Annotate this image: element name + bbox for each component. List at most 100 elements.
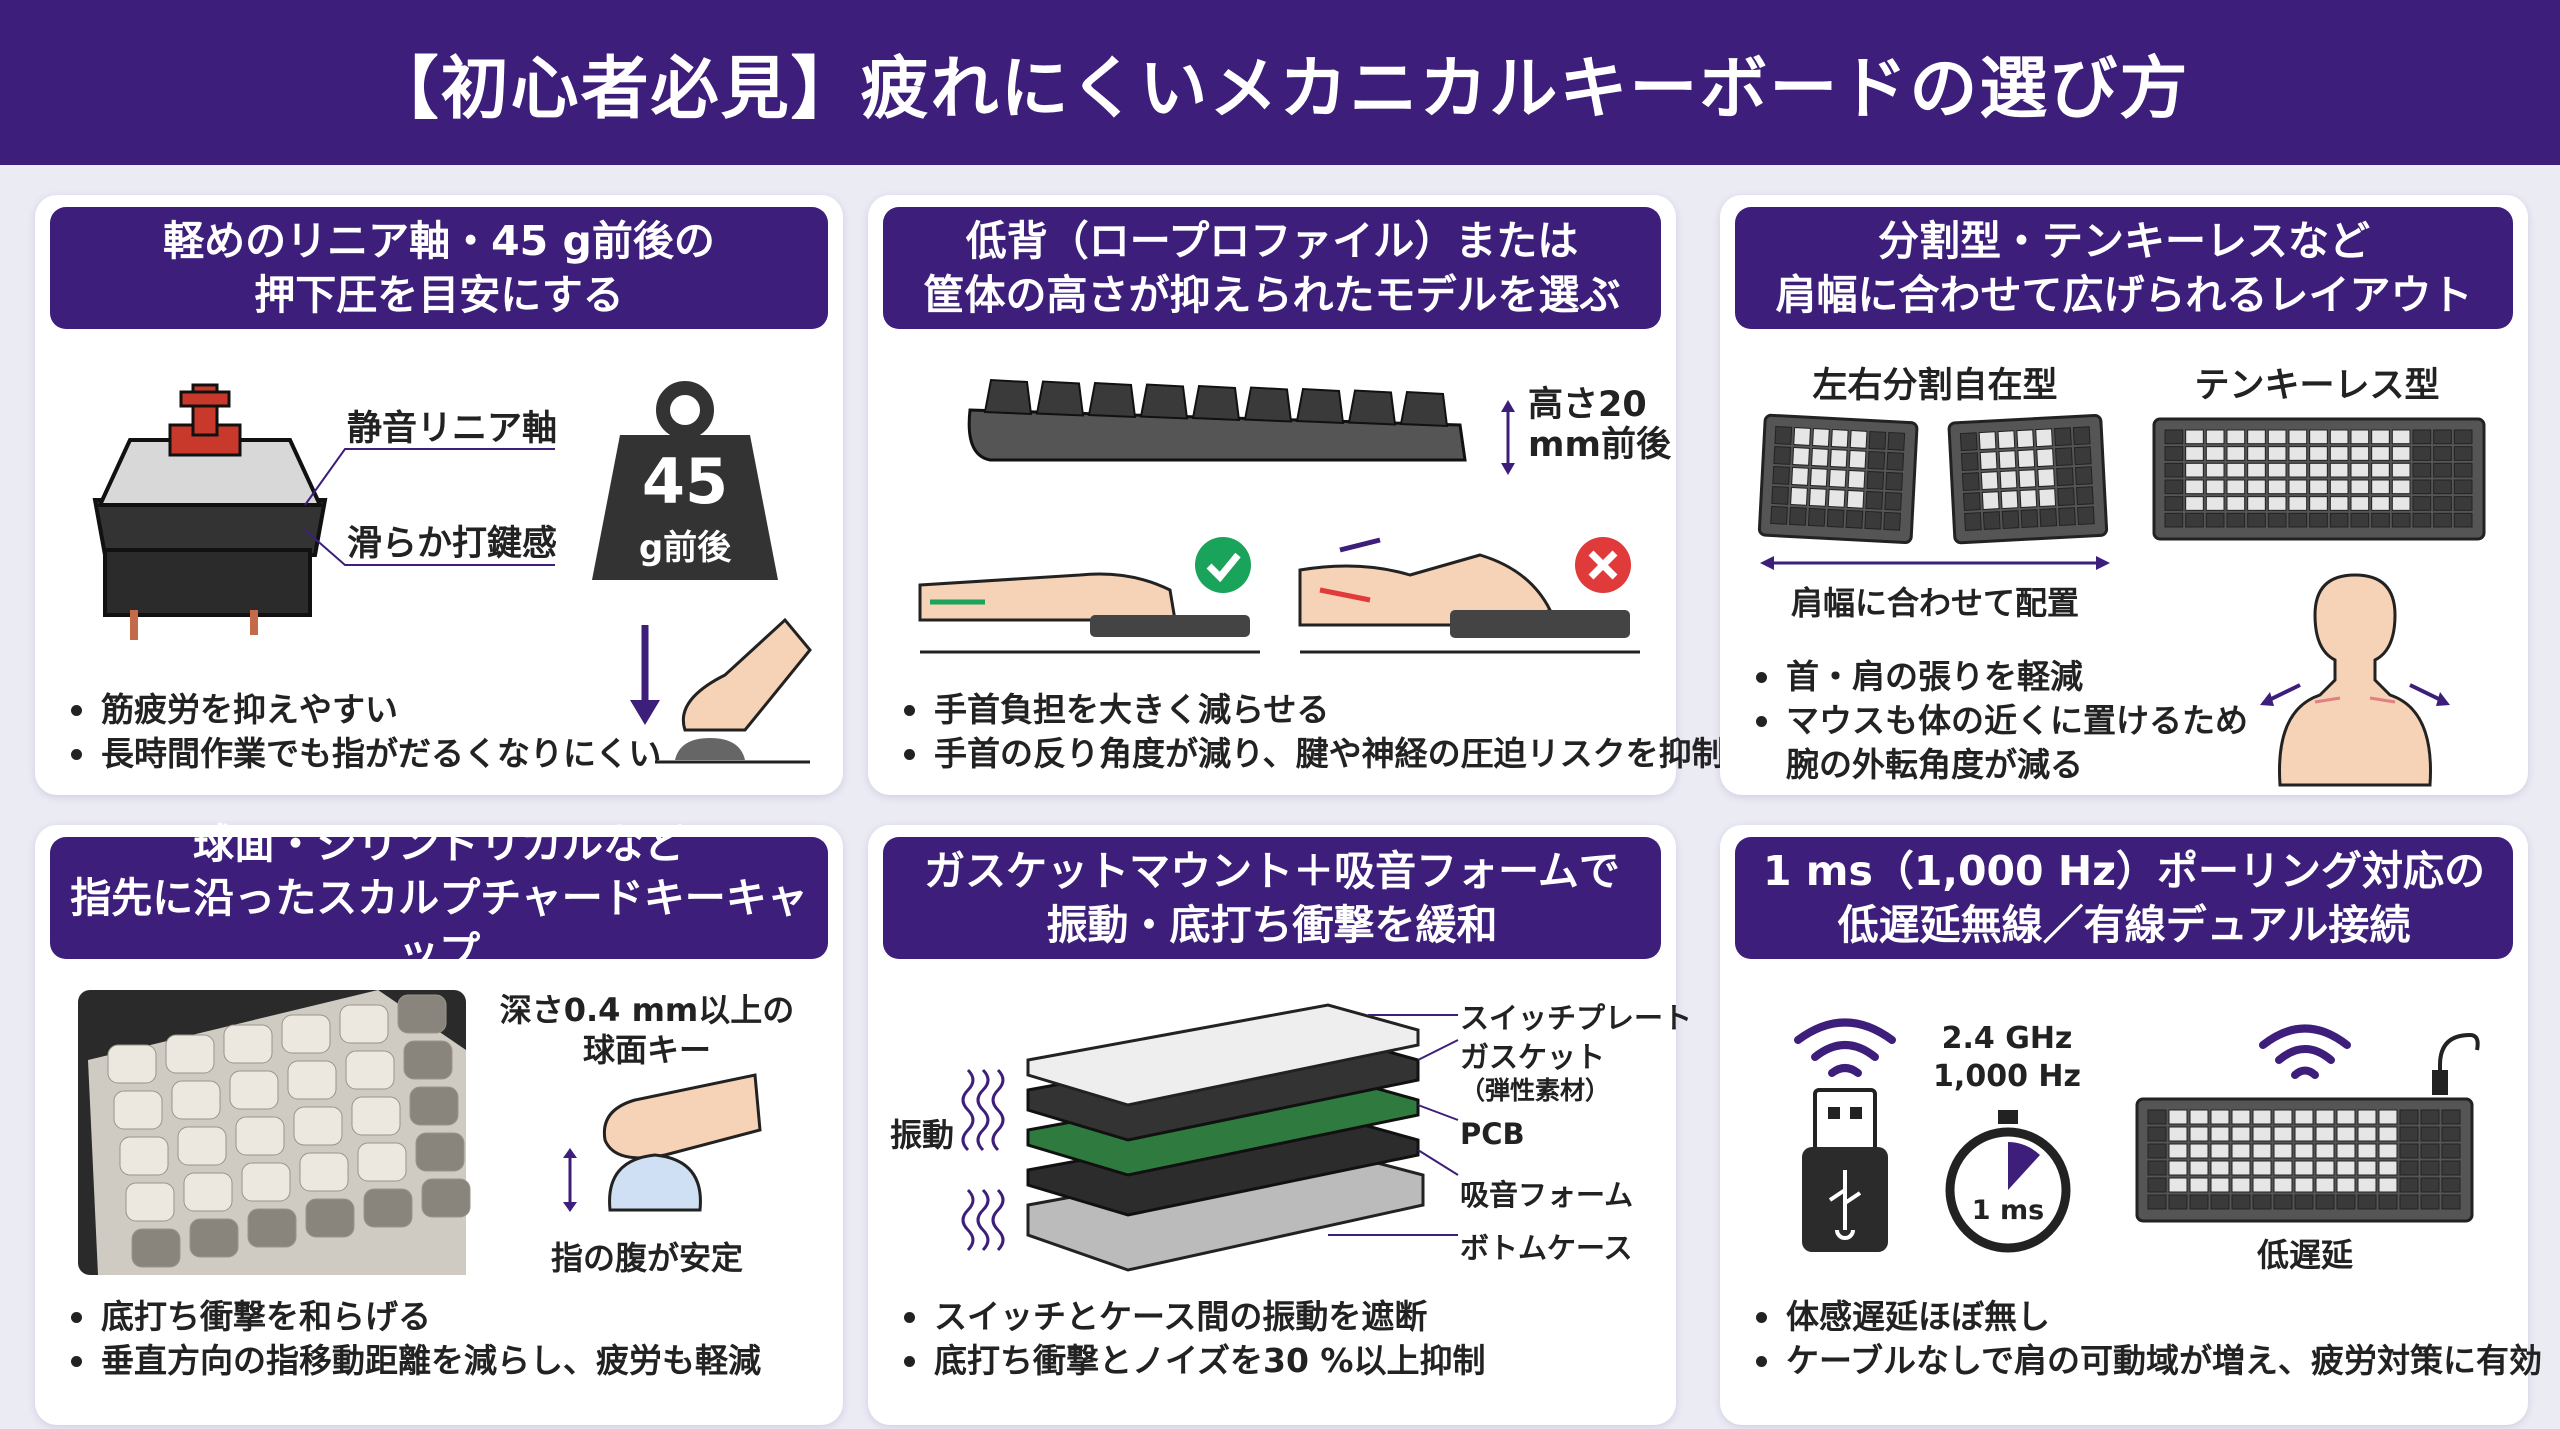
keycap: [183, 1172, 233, 1212]
keycap: [287, 1060, 337, 1100]
key: [1964, 512, 1982, 531]
finger-on-keycap-icon: [563, 1073, 762, 1212]
key: [2267, 429, 2287, 445]
key: [1962, 492, 1981, 511]
key: [2315, 1109, 2335, 1125]
key: [2329, 512, 2349, 528]
key: [2210, 1194, 2230, 1210]
key: [1864, 510, 1883, 530]
key: [2294, 1160, 2314, 1176]
card-header: 軽めのリニア軸・45 g前後の 押下圧を目安にする: [50, 207, 828, 329]
keycap: [397, 994, 447, 1034]
key: [2185, 496, 2204, 511]
header-line: 振動・底打ち衝撃を緩和: [1046, 901, 1498, 949]
key: [2147, 1194, 2167, 1210]
key: [2035, 428, 2053, 448]
header-line: 指先に沿ったスカルプチャードキーキャップ: [70, 874, 808, 976]
key: [1793, 427, 1812, 446]
keycap: [293, 1106, 343, 1146]
key: [2371, 496, 2390, 511]
key: [2453, 496, 2473, 511]
keycap: [119, 1136, 169, 1176]
low-latency-label: 低遅延: [2256, 1236, 2354, 1274]
key: [2036, 448, 2054, 468]
key: [2391, 446, 2411, 461]
key: [2273, 1143, 2293, 1159]
key: [2037, 468, 2056, 488]
key: [2072, 426, 2091, 446]
key: [2399, 1143, 2419, 1159]
frequency-label: 2.4 GHz 1,000 Hz: [1933, 1020, 2081, 1096]
height-line: 高さ20: [1528, 385, 1647, 425]
keycap: [281, 1014, 331, 1054]
bullet-list: 筋疲労を抑えやすい 長時間作業でも指がだるくなりにくい: [65, 688, 661, 776]
bullet-item: 筋疲労を抑えやすい: [65, 688, 661, 732]
key: [1243, 386, 1293, 423]
key: [2420, 1143, 2440, 1159]
key: [2315, 1177, 2335, 1193]
key: [2267, 496, 2287, 511]
key: [2315, 1194, 2335, 1210]
key: [2185, 462, 2204, 478]
good-wrist-posture-icon: [918, 572, 1260, 654]
low-profile-keyboard-icon: [967, 378, 1467, 462]
height-line: mm前後: [1528, 425, 1671, 465]
keycap: [339, 1004, 389, 1044]
key: [2288, 462, 2308, 478]
keycap: [125, 1182, 175, 1222]
key: [2412, 446, 2432, 461]
keycap: [235, 1116, 285, 1156]
key: [2247, 429, 2266, 445]
key: [2055, 447, 2073, 467]
key: [2412, 429, 2432, 445]
foam-label: 吸音フォーム: [1460, 1178, 1634, 1212]
key: [2399, 1194, 2419, 1210]
key: [2226, 462, 2246, 478]
key: [2164, 462, 2184, 478]
key: [1770, 505, 1788, 525]
vibration-label: 振動: [890, 1116, 955, 1154]
depth-line: 深さ0.4 mm以上の: [499, 991, 795, 1029]
key: [2453, 429, 2473, 445]
key: [2001, 510, 2020, 529]
key: [2441, 1160, 2461, 1176]
bullet-item: 首・肩の張りを軽減: [1750, 655, 2248, 699]
key: [2294, 1109, 2314, 1125]
key: [2357, 1160, 2377, 1176]
header-line: 低背（ロープロファイル）または: [965, 217, 1579, 265]
key: [1035, 380, 1085, 417]
key: [2357, 1143, 2377, 1159]
stable-label: 指の腹が安定: [550, 1239, 744, 1277]
switch-type-label: 静音リニア軸: [347, 409, 558, 449]
key: [1865, 490, 1884, 510]
key: [2441, 1126, 2461, 1142]
key: [2056, 467, 2074, 487]
header-line: 1 ms（1,000 Hz）ポーリング対応の: [1762, 847, 2486, 895]
key: [2378, 1109, 2398, 1125]
key: [2210, 1126, 2230, 1142]
key: [2273, 1126, 2293, 1142]
keycap: [351, 1096, 401, 1136]
key: [2288, 446, 2308, 461]
key: [2391, 429, 2411, 445]
key: [2018, 469, 2037, 489]
key: [2168, 1126, 2188, 1142]
gasket-line: ガスケット: [1460, 1040, 1606, 1074]
key: [2412, 462, 2432, 478]
bullet-item: 体感遅延ほぼ無し: [1750, 1295, 2542, 1339]
frequency-line: 1,000 Hz: [1933, 1059, 2081, 1094]
key: [1981, 491, 2000, 511]
key: [2399, 1177, 2419, 1193]
key: [2210, 1109, 2230, 1125]
key: [2189, 1143, 2209, 1159]
cross-icon: [1575, 537, 1631, 593]
key: [2231, 1177, 2251, 1193]
keycap: [345, 1050, 395, 1090]
keycap: [177, 1126, 227, 1166]
key: [2412, 512, 2432, 528]
card-low-latency: 1 ms（1,000 Hz）ポーリング対応の 低遅延無線／有線デュアル接続 2.…: [1720, 825, 2542, 1425]
key: [2247, 446, 2266, 461]
key: [2378, 1177, 2398, 1193]
key: [1774, 426, 1793, 445]
key: [2336, 1160, 2356, 1176]
